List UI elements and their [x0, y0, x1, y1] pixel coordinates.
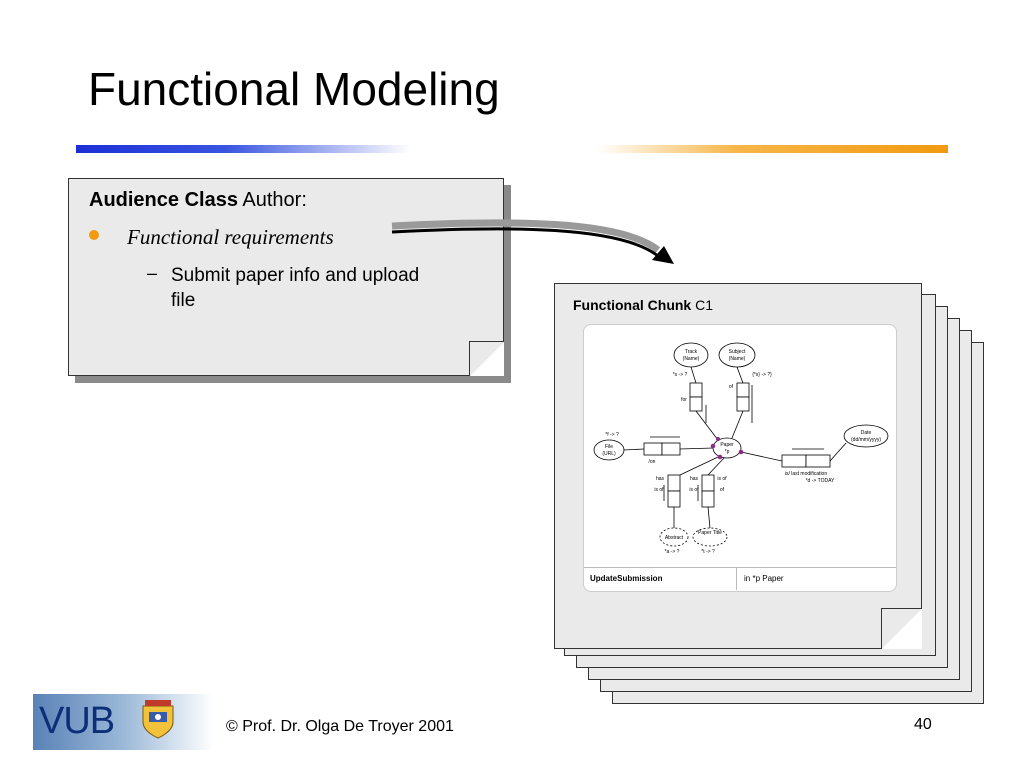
abstract-role-a	[667, 474, 681, 492]
of-label: of	[729, 384, 734, 390]
paper-title-label: Paper Title	[698, 530, 722, 536]
subject-entity	[718, 342, 756, 368]
submit-paper-item: Submit paper info and upload file	[171, 265, 420, 311]
subject-constraint: {*s} -> ?}	[752, 372, 772, 378]
track-constraint: *s -> ?	[673, 372, 688, 378]
chunk-title-bold: Functional Chunk	[573, 297, 692, 313]
file-constraint: *f -> ?	[605, 432, 619, 438]
pointer-arrow	[391, 219, 674, 264]
has-label-1: has	[656, 476, 665, 482]
audience-class-label: Audience Class	[89, 189, 238, 211]
paper-label: Paper	[720, 442, 734, 448]
subject-label: Subject	[729, 349, 746, 355]
paper-entity	[712, 437, 742, 459]
functional-requirements-bullet: Functional requirements	[127, 225, 334, 249]
audience-heading: Audience Class Author:	[89, 189, 307, 212]
subject-sub-label: (Name)	[729, 356, 746, 362]
has-label-2: has	[690, 476, 699, 482]
is-of-label-2: is of	[689, 487, 699, 493]
track-role-b	[689, 396, 703, 412]
track-sub-label: (Name)	[683, 356, 700, 362]
abstract-role-b	[667, 490, 681, 508]
table-update-submission: UpdateSubmission	[590, 574, 663, 583]
track-entity	[673, 342, 709, 368]
of-label-3: of	[720, 487, 725, 493]
orm-diagram-svg: Track (Name) Subject (Name) *s -> ? {*s}…	[593, 342, 889, 555]
file-sub-label: (URL)	[602, 451, 616, 457]
track-role-a	[689, 382, 703, 398]
table-scope: in *p Paper	[744, 574, 784, 583]
table-separator	[736, 568, 737, 590]
paper-title-entity	[692, 527, 728, 547]
file-entity	[593, 439, 625, 461]
bullet-icon	[89, 230, 99, 240]
vub-shield-icon	[142, 700, 174, 739]
subject-role-b	[736, 396, 750, 412]
today-constraint: *d -> TODAY	[806, 478, 835, 484]
last-mod-label: is/ last modification	[785, 471, 827, 477]
date-role-a	[781, 454, 807, 468]
on-label: /on	[649, 459, 656, 465]
date-label: Date	[861, 430, 872, 436]
page-number: 40	[914, 716, 932, 733]
card-page-curl	[881, 608, 922, 649]
track-label: Track	[685, 349, 698, 355]
paper-var-label: *p	[725, 449, 730, 455]
functional-chunk-card: Functional Chunk C1	[554, 283, 922, 649]
chunk-title-id: C1	[691, 297, 714, 313]
abstract-constraint: *a -> ?	[665, 549, 680, 555]
abstract-entity	[659, 527, 689, 547]
is-of-label-3: is of	[717, 476, 727, 482]
title-role-a	[701, 474, 715, 492]
audience-author-label: Author:	[237, 189, 307, 211]
file-role-a	[643, 442, 663, 456]
for-label: for	[681, 397, 687, 403]
abstract-label: Abstract	[665, 535, 684, 541]
orm-diagram: Track (Name) Subject (Name) *s -> ? {*s}…	[583, 324, 897, 592]
is-of-label-1: is of	[654, 487, 664, 493]
chunk-table: UpdateSubmission in *p Paper	[584, 567, 896, 590]
note-page-curl	[469, 341, 504, 376]
subject-role-a	[736, 382, 750, 398]
audience-note: Audience Class Author: Functional requir…	[68, 178, 504, 376]
title-role-b	[701, 490, 715, 508]
date-entity	[843, 424, 889, 448]
file-role-b	[661, 442, 681, 456]
slide-title: Functional Modeling	[88, 63, 500, 115]
sub-bullet-dash: –	[147, 263, 158, 283]
title-constraint: *t -> ?	[701, 549, 715, 555]
vub-logo: VUB	[33, 694, 213, 750]
footer-copyright: © Prof. Dr. Olga De Troyer 2001	[226, 718, 454, 735]
vub-logo-text: VUB	[39, 700, 115, 742]
title-rule-right	[596, 145, 948, 153]
title-rule-left	[76, 145, 411, 153]
date-sub-label: (dd/mm/yyyy)	[851, 437, 881, 443]
file-label: File	[605, 444, 613, 450]
date-role-b	[805, 454, 831, 468]
chunk-title: Functional Chunk C1	[573, 297, 713, 313]
